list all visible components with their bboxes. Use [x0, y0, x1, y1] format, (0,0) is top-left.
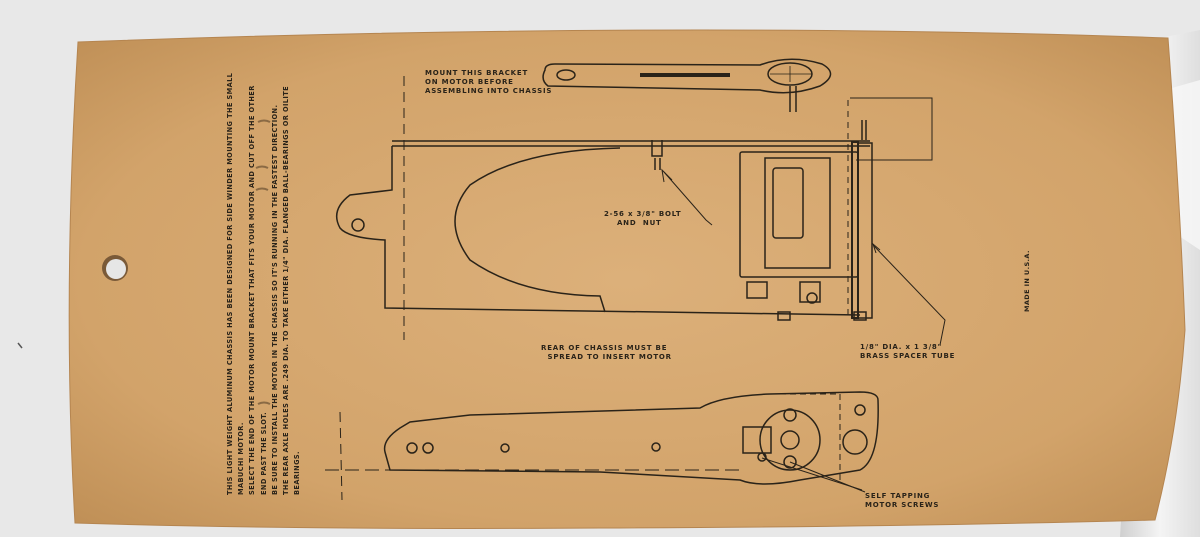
self-tapping-callout: SELF TAPPING MOTOR SCREWS	[865, 492, 940, 509]
paper-sheet	[68, 29, 1186, 529]
instruction-line-4: END PAST THE SLOT.	[259, 411, 268, 495]
mount-bracket-callout: MOUNT THIS BRACKET ON MOTOR BEFORE ASSEM…	[425, 69, 553, 95]
instruction-text: THIS LIGHT WEIGHT ALUMINUM CHASSIS HAS B…	[225, 73, 303, 495]
instruction-line-6: THE REAR AXLE HOLES ARE .249 DIA. TO TAK…	[282, 85, 291, 495]
instruction-line-2: MABUCHI MOTOR.	[237, 422, 246, 495]
hang-hole-inner	[106, 259, 126, 279]
instruction-line-7: BEARINGS.	[293, 451, 302, 495]
chassis-side-view	[325, 391, 879, 501]
chassis-top-view	[335, 58, 946, 346]
instruction-line-3: SELECT THE END OF THE MOTOR MOUNT BRACKE…	[248, 85, 257, 495]
bolt-callout: 2-56 x 3/8" BOLT AND NUT	[604, 210, 682, 227]
spacer-tube-callout: 1/8" DIA. x 1 3/8" BRASS SPACER TUBE	[860, 343, 956, 360]
instruction-line-1: THIS LIGHT WEIGHT ALUMINUM CHASSIS HAS B…	[226, 72, 234, 495]
hang-marker	[17, 342, 23, 349]
instruction-line-5: BE SURE TO INSTALL THE MOTOR IN THE CHAS…	[270, 104, 279, 495]
rear-chassis-callout: REAR OF CHASSIS MUST BE SPREAD TO INSERT…	[541, 344, 672, 361]
made-in-usa: MADE IN U.S.A.	[1023, 250, 1031, 312]
paper-slits	[255, 119, 271, 405]
